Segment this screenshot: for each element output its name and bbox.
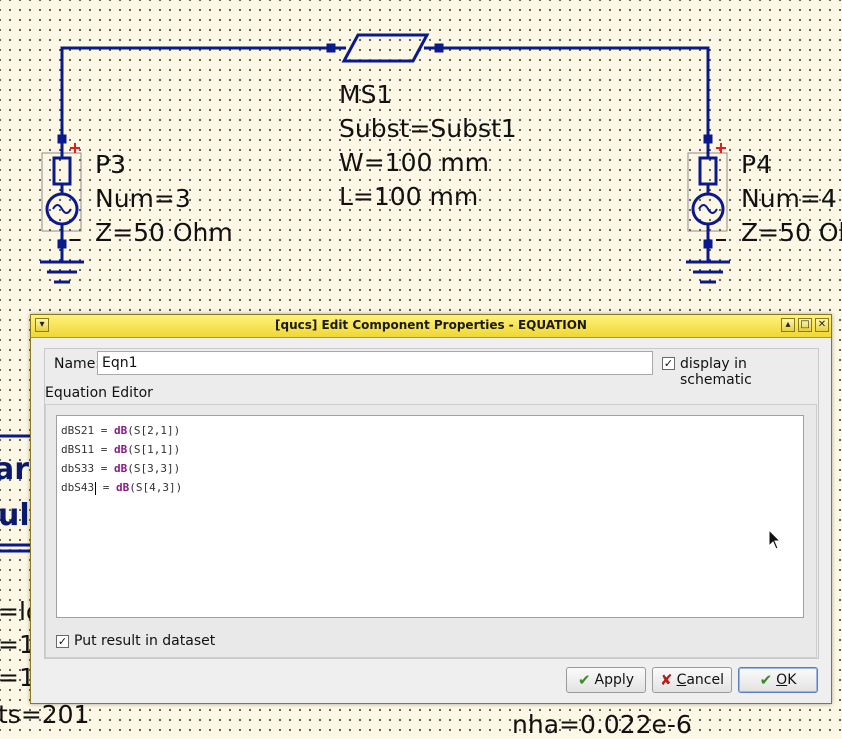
mouse-cursor-icon: [768, 529, 782, 550]
check-icon: ✔: [577, 671, 591, 689]
p3-label: P3 Num=3 Z=50 Ohm: [95, 148, 233, 250]
equation-line[interactable]: dbS33 = dB(S[3,3]): [61, 462, 181, 475]
p4-label: P4 Num=4 Z=50 Oh: [741, 148, 842, 250]
equation-editor-textarea[interactable]: dBS21 = dB(S[2,1]) dBS11 = dB(S[1,1]) db…: [56, 415, 804, 618]
close-icon[interactable]: ✕: [815, 318, 829, 332]
wire-right: [438, 46, 710, 136]
display-in-schematic-label[interactable]: display in schematic: [680, 356, 752, 388]
dialog-title: [qucs] Edit Component Properties - EQUAT…: [275, 318, 587, 332]
cross-icon: ✘: [659, 671, 673, 689]
p4-num: Num=4: [741, 184, 837, 213]
name-label: Name:: [54, 356, 101, 372]
equation-line[interactable]: dbS43 = dB(S[4,3]): [61, 481, 183, 495]
display-in-schematic-checkbox[interactable]: ✓: [662, 357, 675, 370]
wires: [60, 46, 710, 136]
p3-z: Z=50 Ohm: [95, 218, 233, 247]
equation-line[interactable]: dBS11 = dB(S[1,1]): [61, 443, 181, 456]
sim-param-fragment-4: ts=201: [0, 700, 90, 729]
p3-name: P3: [95, 150, 126, 179]
apply-button[interactable]: ✔ Apply: [566, 667, 646, 693]
ms1-subst: Subst=Subst1: [339, 114, 517, 143]
p3-num: Num=3: [95, 184, 191, 213]
ok-button[interactable]: ✔ OK: [738, 667, 818, 693]
sparam-sim-box-fragment: [0, 434, 35, 553]
maximize-icon[interactable]: □: [798, 318, 812, 332]
microstrip-ms1-symbol[interactable]: [326, 33, 444, 63]
p4-name: P4: [741, 150, 772, 179]
wire-left: [60, 46, 332, 136]
dialog-titlebar[interactable]: ▾ [qucs] Edit Component Properties - EQU…: [31, 315, 831, 338]
equation-editor-group: dBS21 = dB(S[2,1]) dBS11 = dB(S[1,1]) db…: [45, 404, 817, 658]
dialog-content: Name: ✓ display in schematic Equation Ed…: [44, 348, 819, 659]
put-result-in-dataset-label[interactable]: Put result in dataset: [74, 633, 216, 649]
ms1-width: W=100 mm: [339, 148, 490, 177]
ms1-name: MS1: [339, 80, 393, 109]
menu-arrow-icon[interactable]: ▾: [35, 318, 49, 332]
port-p4-symbol[interactable]: [686, 134, 730, 284]
port-p3-symbol[interactable]: [40, 134, 84, 284]
name-input[interactable]: [97, 351, 653, 375]
text-caret: [95, 481, 97, 495]
ms1-label: MS1 Subst=Subst1 W=100 mm L=100 mm: [339, 78, 517, 214]
equation-line[interactable]: dBS21 = dB(S[2,1]): [61, 424, 181, 437]
sim-title-fragment-2: ul: [0, 498, 30, 533]
cancel-button-label: Cancel: [676, 672, 724, 688]
ok-button-label: OK: [776, 672, 797, 688]
p4-z: Z=50 Oh: [741, 218, 842, 247]
equation-editor-label: Equation Editor: [45, 385, 153, 401]
put-result-in-dataset-checkbox[interactable]: ✓: [56, 635, 69, 648]
check-icon: ✔: [759, 671, 773, 689]
apply-button-label: Apply: [594, 672, 635, 688]
ms1-length: L=100 mm: [339, 182, 479, 211]
cancel-button[interactable]: ✘ Cancel: [652, 667, 732, 693]
edit-properties-dialog: ▾ [qucs] Edit Component Properties - EQU…: [30, 314, 832, 704]
shade-icon[interactable]: ▴: [781, 318, 795, 332]
